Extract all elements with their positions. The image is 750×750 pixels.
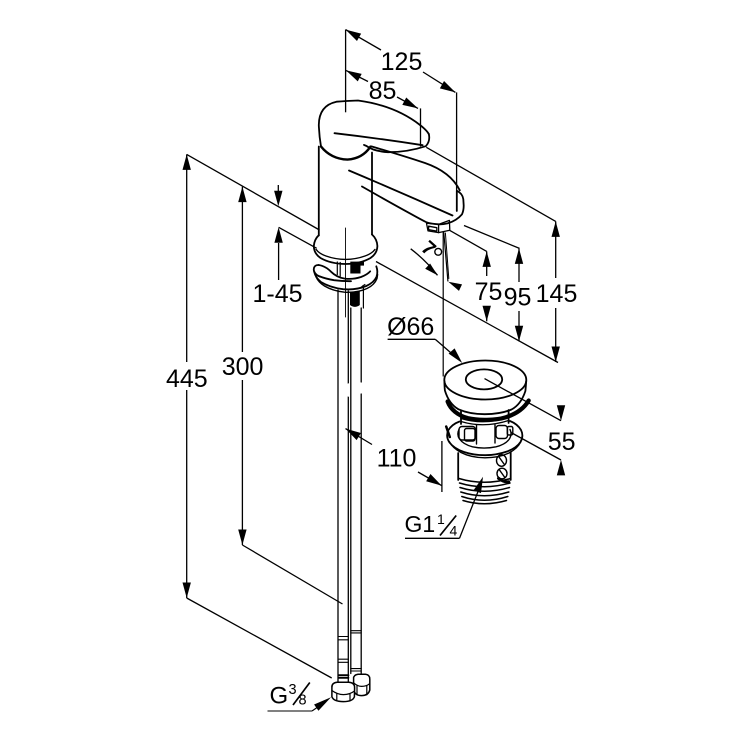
- svg-text:75: 75: [475, 278, 503, 306]
- svg-text:95: 95: [504, 284, 532, 312]
- svg-text:125: 125: [381, 48, 423, 76]
- svg-text:445: 445: [166, 365, 208, 393]
- svg-text:3: 3: [289, 682, 297, 698]
- svg-text:300: 300: [222, 353, 264, 381]
- svg-text:1: 1: [437, 511, 445, 527]
- svg-text:8: 8: [299, 693, 307, 709]
- svg-text:145: 145: [536, 280, 578, 308]
- svg-text:G: G: [270, 683, 289, 710]
- svg-text:G1: G1: [405, 511, 436, 537]
- svg-text:85: 85: [369, 77, 397, 105]
- svg-text:Ø66: Ø66: [387, 313, 434, 341]
- svg-text:1-45: 1-45: [252, 280, 302, 308]
- svg-text:110: 110: [377, 445, 417, 473]
- svg-text:55: 55: [548, 428, 576, 456]
- svg-text:4: 4: [450, 523, 458, 539]
